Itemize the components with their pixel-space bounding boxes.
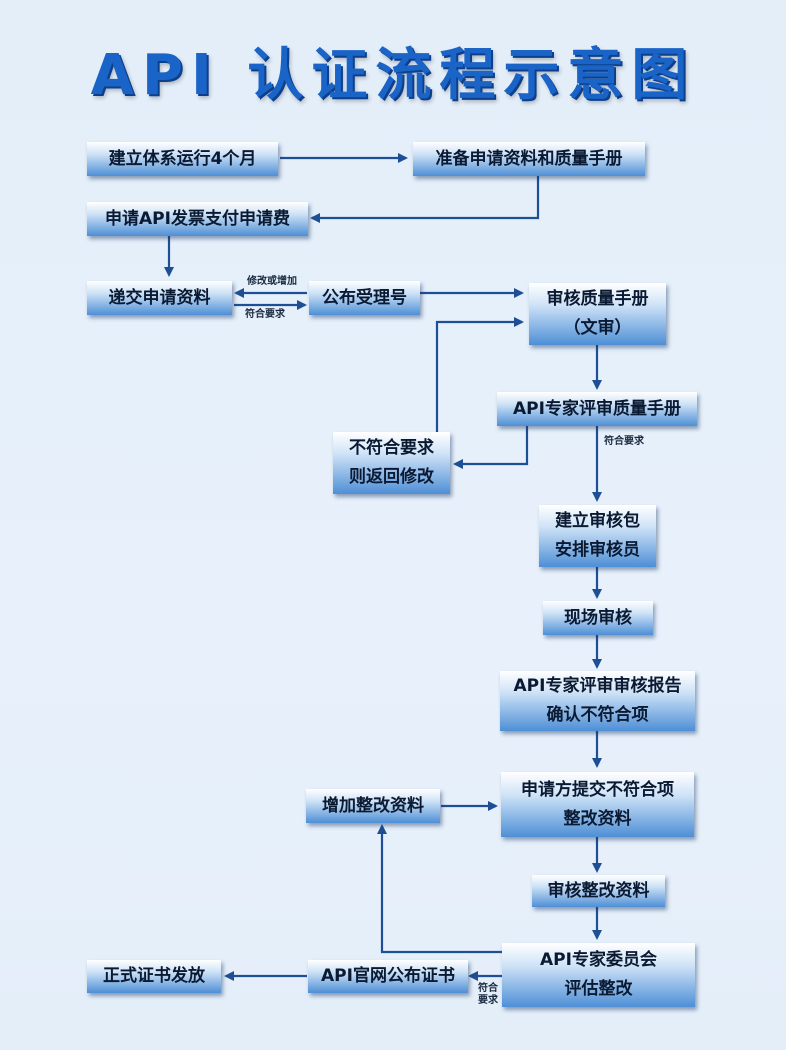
step-submit-application: 递交申请资料 xyxy=(87,281,232,315)
step-add-corrective-materials: 增加整改资料 xyxy=(306,789,440,823)
step-apply-pay-fee: 申请API发票支付申请费 xyxy=(87,202,308,236)
step-issue-certificate: 正式证书发放 xyxy=(87,960,221,993)
step-api-expert-review-report: API专家评审审核报告 确认不符合项 xyxy=(500,671,695,731)
step-prepare-materials: 准备申请资料和质量手册 xyxy=(413,142,645,176)
label-meets-requirements: 符合要求 xyxy=(245,309,285,320)
step-review-corrective-materials: 审核整改资料 xyxy=(532,875,665,907)
label-modify-or-add: 修改或增加 xyxy=(247,276,297,287)
label-meets-requirements-vertical: 符合要求 xyxy=(604,436,644,447)
label-meets-requirements-final: 符合要求 xyxy=(475,983,501,1006)
diagram-title: API 认证流程示意图 xyxy=(90,43,696,108)
arrow-b8-b6 xyxy=(435,317,524,432)
step-onsite-audit: 现场审核 xyxy=(543,601,653,635)
step-publish-acceptance-number: 公布受理号 xyxy=(309,281,420,315)
arrow-b2-b3 xyxy=(310,174,540,223)
step-build-system: 建立体系运行4个月 xyxy=(87,142,278,176)
arrow-b7-b8 xyxy=(453,426,529,469)
step-return-modify: 不符合要求 则返回修改 xyxy=(333,432,450,494)
step-api-committee-evaluate: API专家委员会 评估整改 xyxy=(502,943,695,1007)
step-build-audit-package: 建立审核包 安排审核员 xyxy=(539,505,656,567)
step-api-expert-review-manual: API专家评审质量手册 xyxy=(497,392,697,426)
step-api-publish-certificate: API官网公布证书 xyxy=(308,960,468,993)
step-submit-corrective-materials: 申请方提交不符合项 整改资料 xyxy=(501,772,694,837)
step-review-quality-manual: 审核质量手册 （文审） xyxy=(529,283,666,345)
label-meets-requirements-final-text: 符合要求 xyxy=(478,983,498,1006)
arrow-b15-b12 xyxy=(377,824,503,954)
